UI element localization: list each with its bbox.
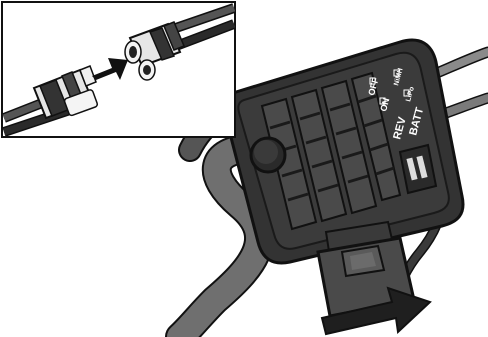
label-nimh: NiMH <box>393 67 404 86</box>
push-arrow-icon <box>92 58 128 80</box>
label-lipo: LiPo <box>405 86 416 102</box>
pull-arrow-icon <box>320 286 432 336</box>
male-connector <box>32 65 99 120</box>
label-on: ON <box>378 97 391 113</box>
battery-socket <box>398 143 438 195</box>
jumper-mark <box>379 97 386 105</box>
connector-detail-inset <box>1 1 236 138</box>
jumper-mark <box>393 69 400 77</box>
female-connector <box>124 21 185 81</box>
label-rev: REV <box>391 115 409 141</box>
heatsink-fins <box>260 71 402 231</box>
jumper-mark <box>369 77 376 85</box>
set-button <box>249 136 287 174</box>
jumper-mark <box>403 89 410 97</box>
